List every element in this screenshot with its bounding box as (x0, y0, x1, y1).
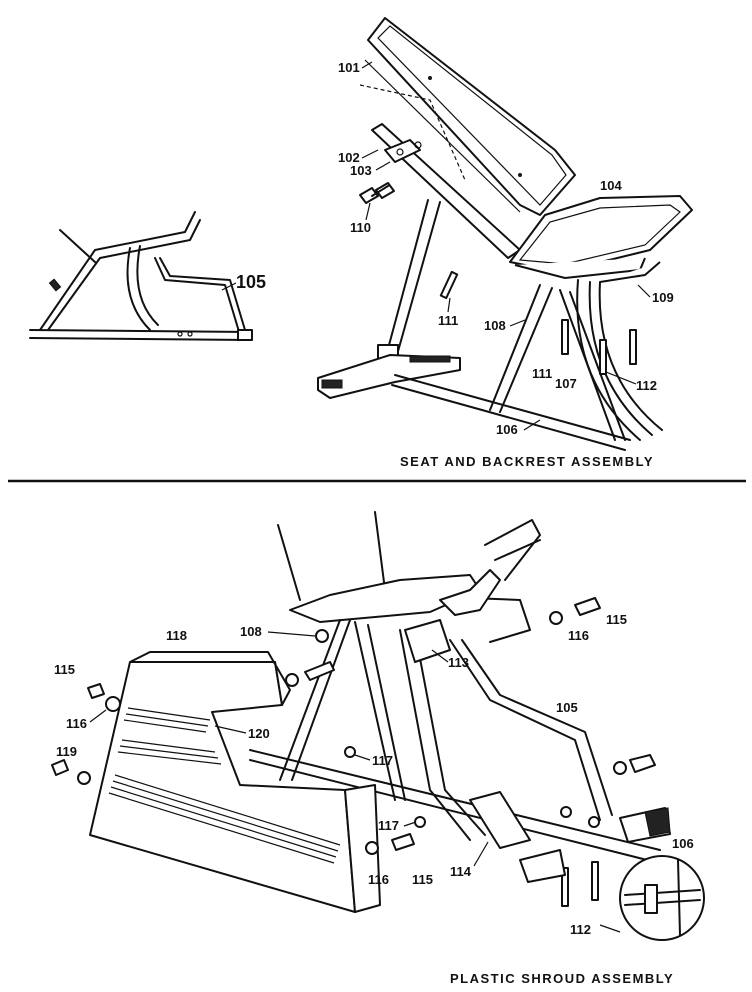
callout-117-upper: 117 (372, 753, 393, 768)
callout-105: 105 (236, 272, 266, 292)
shroud-panel-118 (89, 651, 381, 913)
callout-118: 118 (166, 628, 187, 643)
seat-backrest-assembly: 101 102 103 110 104 105 111 108 109 111 … (29, 17, 693, 469)
callout-115-top: 115 (606, 612, 627, 627)
callout-102: 102 (338, 150, 360, 165)
shroud-frame (249, 569, 661, 863)
detail-inset (599, 855, 705, 941)
bottom-callouts: 118 108 116 115 113 115 116 105 120 119 … (54, 612, 694, 937)
section-title-seat-backrest: SEAT AND BACKREST ASSEMBLY (400, 454, 654, 469)
callout-116-left: 116 (66, 716, 87, 731)
callout-116-top: 116 (568, 628, 589, 643)
callout-117-lower: 117 (378, 818, 399, 833)
plastic-shroud-assembly: 118 108 116 115 113 115 116 105 120 119 … (51, 511, 705, 986)
callout-104: 104 (600, 178, 622, 193)
callout-116-bottom: 116 (368, 872, 389, 887)
frame-105-sketch (29, 211, 253, 341)
bolts-110 (359, 182, 395, 204)
callout-105-bottom: 105 (556, 700, 578, 715)
callout-106-bottom: 106 (672, 836, 694, 851)
callout-111-upper: 111 (438, 313, 458, 328)
callout-111-lower: 111 (532, 366, 552, 381)
top-callouts: 101 102 103 110 104 105 111 108 109 111 … (221, 60, 674, 437)
callout-101: 101 (338, 60, 360, 75)
callout-114: 114 (450, 864, 472, 879)
dash-guide (359, 84, 466, 181)
callout-115-left: 115 (54, 662, 75, 677)
seat-backrest-stub (277, 511, 541, 623)
seat-104 (509, 195, 693, 279)
callout-110: 110 (350, 220, 371, 235)
callout-108-bottom: 108 (240, 624, 262, 639)
callout-112-bottom: 112 (570, 922, 591, 937)
callout-106: 106 (496, 422, 518, 437)
hardware (51, 597, 671, 907)
bolts-111-107-112 (439, 270, 637, 375)
callout-113: 113 (448, 655, 469, 670)
callout-109: 109 (652, 290, 674, 305)
main-frame (317, 199, 663, 451)
callout-103: 103 (350, 163, 372, 178)
section-title-plastic-shroud: PLASTIC SHROUD ASSEMBLY (450, 971, 674, 986)
backrest-101 (364, 17, 576, 216)
callout-112: 112 (636, 378, 657, 393)
callout-115-bottom: 115 (412, 872, 433, 887)
shroud-vents (108, 707, 341, 864)
callout-108: 108 (484, 318, 506, 333)
callout-119: 119 (56, 744, 77, 759)
callout-120: 120 (248, 726, 270, 741)
callout-107: 107 (555, 376, 577, 391)
